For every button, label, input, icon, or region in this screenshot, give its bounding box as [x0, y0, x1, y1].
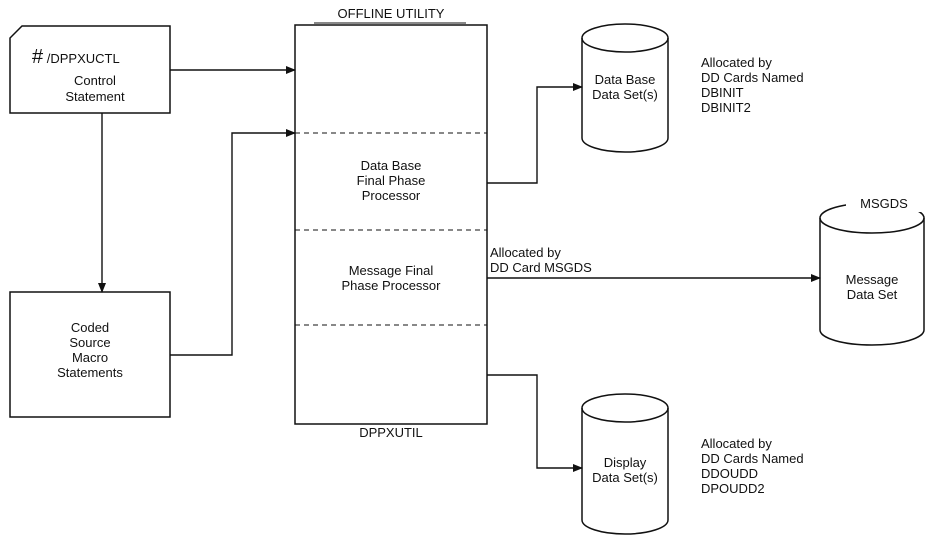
control-statement-line3: Statement — [65, 89, 125, 104]
msg-dataset-label: Message Data Set — [820, 272, 924, 302]
db-alloc-line-4: DBINIT2 — [701, 100, 751, 115]
db-processor-line-3: Processor — [361, 188, 421, 203]
coded-source-line-1: Coded — [70, 320, 110, 335]
db-alloc-note: Allocated by DD Cards Named DBINIT DBINI… — [701, 55, 804, 115]
db-processor-label: Data Base Final Phase Processor — [295, 158, 487, 203]
control-card-shape — [9, 25, 171, 114]
utility-box-shape — [294, 24, 488, 425]
control-statement-line2: Control — [74, 73, 116, 88]
msg-alloc-line-1: Allocated by — [490, 245, 561, 260]
db-dataset-line-2: Data Set(s) — [592, 87, 658, 102]
db-dataset-label: Data Base Data Set(s) — [582, 72, 668, 102]
db-processor-line-2: Final Phase — [356, 173, 426, 188]
display-dataset-cylinder — [581, 393, 669, 535]
display-dataset-line-1: Display — [603, 455, 647, 470]
msg-dataset-tag: MSGDS — [860, 196, 908, 211]
msg-dataset-cylinder — [819, 194, 925, 346]
display-alloc-line-4: DPOUDD2 — [701, 481, 765, 496]
msg-alloc-line-2: DD Card MSGDS — [490, 260, 592, 275]
msg-processor-line-2: Phase Processor — [341, 278, 441, 293]
msg-processor-line-1: Message Final — [348, 263, 434, 278]
db-processor-line-1: Data Base — [360, 158, 422, 173]
db-dataset-cylinder — [581, 23, 669, 153]
coded-source-line-3: Macro — [71, 350, 109, 365]
arrow-utility-to-db-dataset — [487, 83, 583, 184]
display-alloc-line-3: DDOUDD — [701, 466, 759, 481]
db-alloc-line-1: Allocated by — [701, 55, 772, 70]
db-alloc-line-2: DD Cards Named — [701, 70, 804, 85]
display-alloc-line-1: Allocated by — [701, 436, 772, 451]
coded-source-line-4: Statements — [57, 365, 123, 380]
msg-alloc-note: Allocated by DD Card MSGDS — [490, 245, 592, 275]
arrow-source-to-utility — [170, 129, 296, 356]
control-statement-label: # /DPPXUCTL — [32, 47, 120, 67]
db-alloc-line-3: DBINIT — [701, 85, 744, 100]
display-dataset-line-2: Data Set(s) — [592, 470, 658, 485]
display-alloc-line-2: DD Cards Named — [701, 451, 804, 466]
db-dataset-line-1: Data Base — [594, 72, 656, 87]
coded-source-line-2: Source — [69, 335, 111, 350]
utility-title: OFFLINE UTILITY — [337, 6, 445, 21]
arrow-utility-to-display-dataset — [487, 374, 583, 472]
msg-dataset-line-2: Data Set — [846, 287, 898, 302]
coded-source-text: Coded Source Macro Statements — [10, 320, 170, 380]
display-dataset-label: Display Data Set(s) — [582, 455, 668, 485]
display-alloc-note: Allocated by DD Cards Named DDOUDD DPOUD… — [701, 436, 804, 496]
utility-bottom-label: DPPXUTIL — [359, 425, 423, 440]
msg-dataset-line-1: Message — [845, 272, 899, 287]
control-statement-name: /DPPXUCTL — [46, 51, 120, 66]
hash-symbol: # — [32, 46, 44, 68]
msg-processor-label: Message Final Phase Processor — [295, 263, 487, 293]
